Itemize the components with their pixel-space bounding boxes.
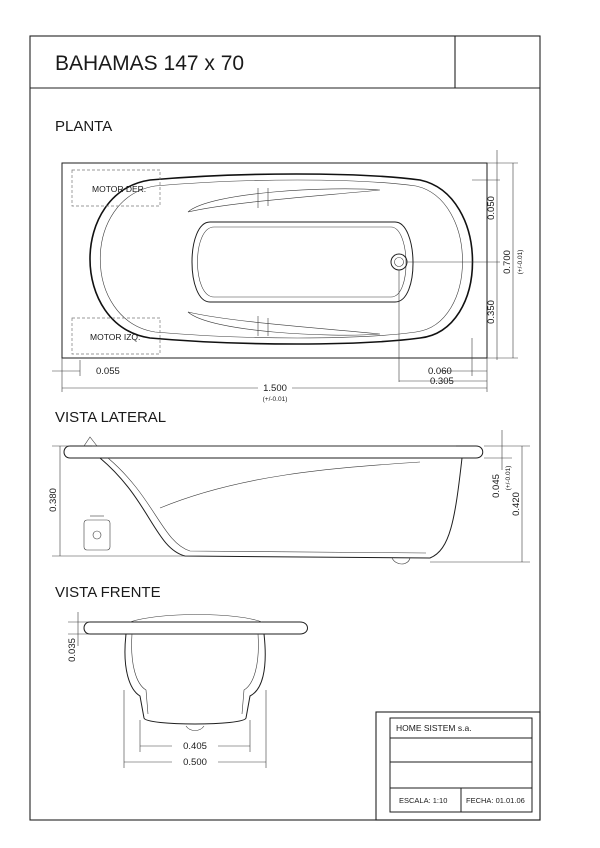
dim-0700-tol: (+/-0.01) — [517, 250, 524, 275]
plan-vertical-dims: 0.050 0.350 0.700 (+/-0.01) — [407, 150, 524, 360]
side-backrest-line — [159, 461, 421, 509]
dim-0380: 0.380 — [48, 488, 59, 512]
front-dims: 0.035 0.405 0.500 — [67, 612, 267, 768]
dim-0700: 0.700 — [502, 250, 513, 274]
side-body — [99, 457, 463, 559]
dim-0055: 0.055 — [96, 366, 120, 377]
front-foot — [185, 725, 205, 731]
front-view — [83, 614, 308, 731]
dim-0305: 0.305 — [430, 376, 454, 387]
plan-shell-outline — [89, 173, 474, 345]
plan-view: MOTOR DER. MOTOR IZQ. — [61, 162, 488, 359]
dim-1500: 1.500 — [263, 383, 287, 394]
title-block: HOME SISTEM s.a. ESCALA: 1:10 FECHA: 01.… — [375, 711, 541, 821]
plan-basin-inner — [197, 226, 407, 298]
dim-0420: 0.420 — [511, 492, 522, 516]
front-rim — [83, 621, 308, 635]
dim-0045-tol: (+/-0.01) — [505, 466, 512, 491]
motor-left-label: MOTOR IZQ. — [90, 332, 140, 342]
company-name: HOME SISTEM s.a. — [396, 723, 472, 733]
plan-horizontal-dims: 0.055 0.060 0.305 1.500 (+/-0.01) — [52, 270, 488, 403]
side-body-inner — [107, 457, 427, 554]
view-label-planta: PLANTA — [55, 118, 112, 135]
motor-right-label: MOTOR DER. — [92, 184, 146, 194]
front-body — [124, 633, 266, 725]
drain-icon — [390, 253, 408, 271]
sheet-border — [29, 35, 541, 821]
plan-armrest-top — [187, 188, 381, 213]
side-overflow-tab — [83, 436, 98, 447]
motor-right-box — [71, 169, 161, 207]
view-label-frente: VISTA FRENTE — [55, 584, 161, 601]
dim-1500-tol: (+/-0.01) — [263, 396, 288, 403]
plan-armrest-bottom — [187, 311, 381, 336]
dim-0050: 0.050 — [486, 196, 497, 220]
dim-0500: 0.500 — [183, 757, 207, 768]
plan-basin — [191, 221, 414, 303]
date-label: FECHA: 01.01.06 — [466, 796, 525, 805]
motor-left-box — [71, 317, 161, 355]
side-foot — [391, 557, 411, 565]
dim-0350: 0.350 — [486, 300, 497, 324]
title-block-outer — [375, 711, 541, 821]
front-top-hump — [129, 614, 263, 623]
dim-0045: 0.045 — [491, 474, 502, 498]
drawing-title: BAHAMAS 147 x 70 — [55, 52, 244, 75]
scale-label: ESCALA: 1:10 — [399, 796, 447, 805]
plan-outline-rect — [61, 162, 488, 359]
plan-shell-inner — [100, 179, 463, 339]
dim-0405: 0.405 — [183, 741, 207, 752]
view-label-lateral: VISTA LATERAL — [55, 409, 166, 426]
dim-0035: 0.035 — [67, 638, 78, 662]
side-view — [63, 436, 484, 565]
dim-0060: 0.060 — [428, 366, 452, 377]
side-dims: 0.380 0.045 (+/-0.01) 0.420 — [48, 430, 530, 563]
side-rim — [63, 445, 484, 459]
side-motor — [83, 519, 111, 551]
